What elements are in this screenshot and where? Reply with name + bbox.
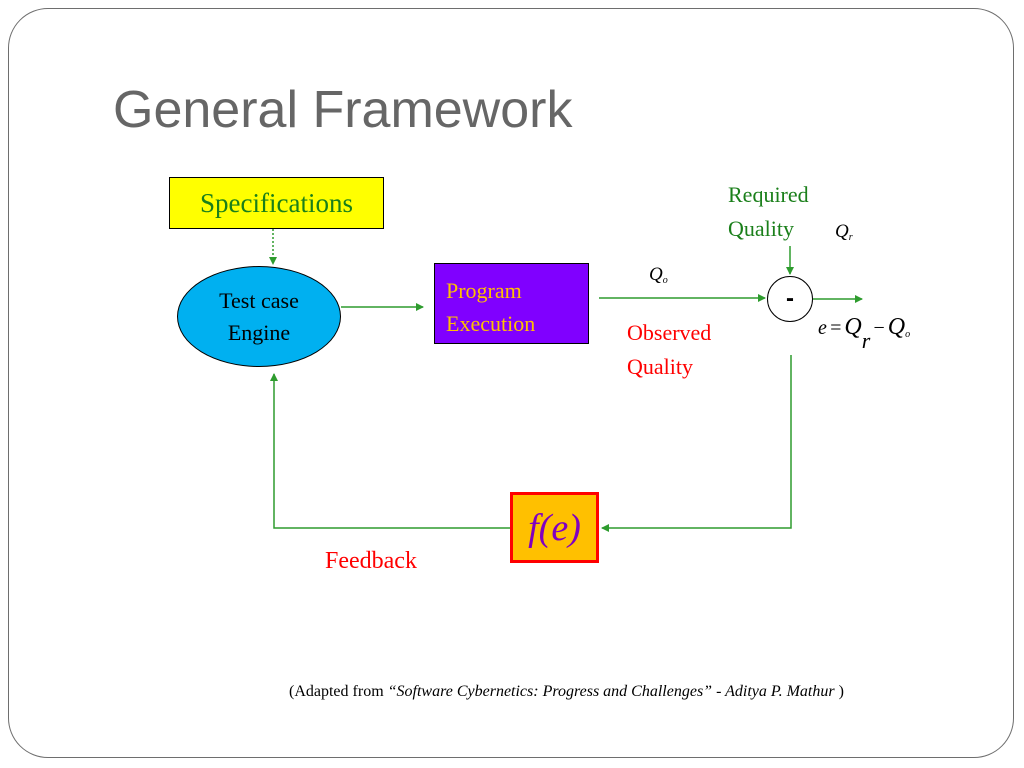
equation-minus: − <box>872 317 886 339</box>
test-case-engine-label: Test case Engine <box>219 287 299 345</box>
feedback-label: Feedback <box>325 548 417 574</box>
feedback-function-label: f(e) <box>528 506 581 549</box>
slide-title: General Framework <box>113 81 573 139</box>
feedback-to-engine-arrow <box>270 373 510 529</box>
caption-prefix: (Adapted from <box>289 683 388 700</box>
source-caption: (Adapted from “Software Cybernetics: Pro… <box>289 683 844 701</box>
caption-suffix: ) <box>838 683 844 700</box>
program-execution-label: Program Execution <box>446 278 536 336</box>
observed-quality-label: Observed Quality <box>627 320 712 380</box>
summing-junction-sign: - <box>786 285 794 312</box>
summing-junction: - <box>767 276 813 322</box>
equation-qo-subscript: o <box>905 329 911 340</box>
equation-qr-subscript: r <box>861 328 871 353</box>
feedback-function-box: f(e) <box>510 492 599 563</box>
equation-equals: = <box>828 317 843 339</box>
observed-quality-symbol: Qo <box>649 264 668 286</box>
required-quality-label: Required Quality <box>728 182 809 242</box>
error-equation: e=Qr−Qo <box>818 314 910 354</box>
slide-frame <box>8 8 1014 758</box>
qr-subscript: r <box>848 232 853 243</box>
equation-qo: Q <box>887 314 906 340</box>
qo-subscript: o <box>662 275 668 286</box>
equation-qr: Q <box>844 314 862 340</box>
required-quality-symbol: Qr <box>835 221 853 243</box>
program-execution-box: Program Execution <box>434 263 589 344</box>
equation-lhs: e <box>818 317 827 339</box>
qr-symbol: Q <box>835 221 849 242</box>
caption-source: “Software Cybernetics: Progress and Chal… <box>387 683 839 700</box>
error-to-feedback-arrow <box>601 355 792 532</box>
test-case-engine-node: Test case Engine <box>177 266 341 367</box>
specifications-box: Specifications <box>169 177 384 229</box>
qo-symbol: Q <box>649 264 663 285</box>
specifications-label: Specifications <box>200 187 353 218</box>
